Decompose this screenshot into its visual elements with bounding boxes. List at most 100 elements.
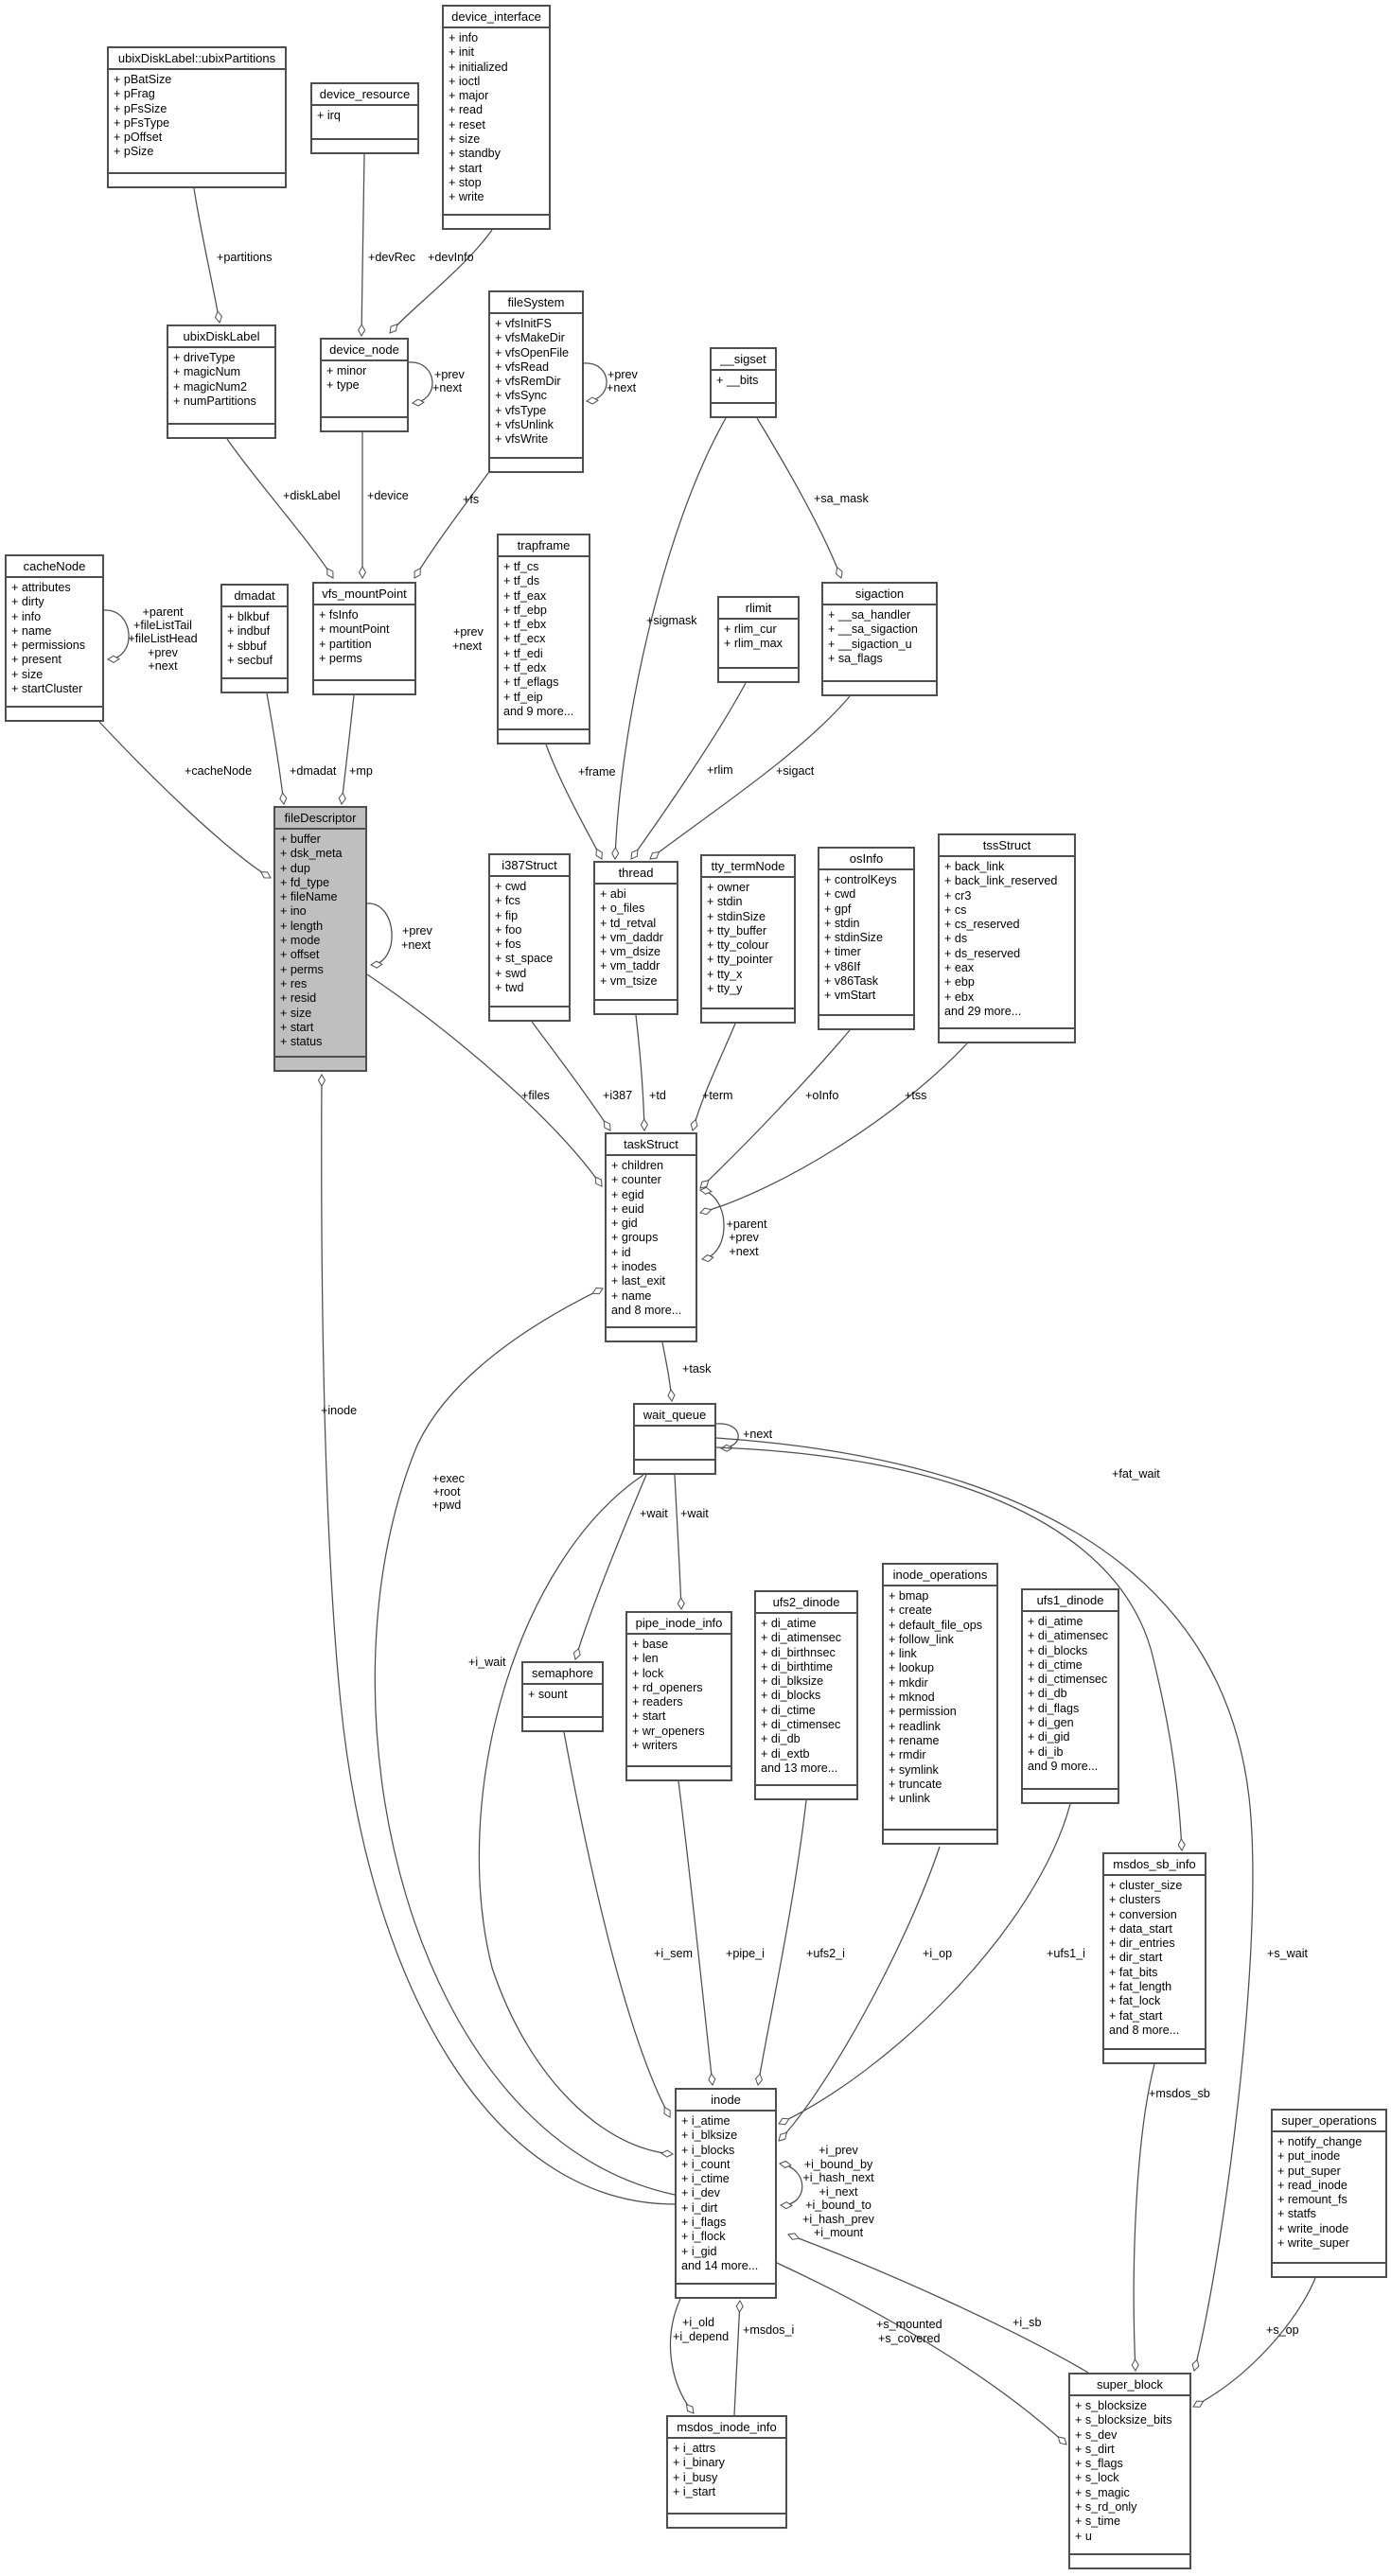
class-attribute: + ino bbox=[280, 904, 307, 919]
edge-label: +i_op bbox=[923, 1947, 953, 1960]
class-node-rlimit[interactable]: rlimit+ rlim_cur+ rlim_max bbox=[717, 596, 800, 683]
class-node-semaphore[interactable]: semaphore+ sount bbox=[521, 1661, 604, 1732]
class-attribute: + pOffset bbox=[114, 131, 163, 145]
class-attribute: + vfsSync bbox=[495, 389, 547, 403]
class-title: device_node bbox=[322, 340, 407, 361]
class-node-ufs1_dinode[interactable]: ufs1_dinode+ di_atime+ di_atimensec+ di_… bbox=[1021, 1588, 1119, 1804]
class-node-pipe_inode_info[interactable]: pipe_inode_info+ base+ len+ lock+ rd_ope… bbox=[625, 1611, 732, 1781]
class-attribute: + i_flags bbox=[681, 2216, 727, 2230]
edge-label: +term bbox=[702, 1089, 733, 1102]
class-node-cacheNode[interactable]: cacheNode+ attributes+ dirty+ info+ name… bbox=[5, 554, 104, 722]
class-node-inode[interactable]: inode+ i_atime+ i_blksize+ i_blocks+ i_c… bbox=[675, 2088, 777, 2299]
class-attribute: + tty_pointer bbox=[707, 953, 773, 967]
class-node-tty_termNode[interactable]: tty_termNode+ owner+ stdin+ stdinSize+ t… bbox=[700, 854, 796, 1024]
class-attribute: + tf_eax bbox=[503, 588, 547, 603]
edge-label: +prev bbox=[607, 368, 638, 381]
class-attribute: + size bbox=[449, 132, 481, 147]
class-node-msdos_inode_info[interactable]: msdos_inode_info+ i_attrs+ i_binary+ i_b… bbox=[666, 2415, 787, 2529]
class-attribute: + info bbox=[11, 609, 42, 623]
edge-label: +frame bbox=[578, 765, 616, 779]
class-attribute: + rename bbox=[889, 1733, 940, 1747]
relation-edge bbox=[699, 1043, 968, 1216]
class-node-trapframe[interactable]: trapframe+ tf_cs+ tf_ds+ tf_eax+ tf_ebp+… bbox=[497, 534, 590, 745]
class-methods-section-empty bbox=[1104, 2050, 1205, 2062]
class-attribute: + o_files bbox=[600, 902, 645, 916]
class-attribute: + fileName bbox=[280, 890, 338, 904]
class-node-thread[interactable]: thread+ abi+ o_files+ td_retval+ vm_dadd… bbox=[593, 861, 678, 1015]
edge-label: +next bbox=[148, 659, 178, 673]
relation-edge bbox=[778, 1846, 941, 2142]
class-title: inode_operations bbox=[884, 1565, 996, 1586]
class-node-osInfo[interactable]: osInfo+ controlKeys+ cwd+ gpf+ stdin+ st… bbox=[818, 847, 915, 1030]
class-node-vfs_mountPoint[interactable]: vfs_mountPoint+ fsInfo+ mountPoint+ part… bbox=[312, 582, 416, 695]
class-attribute: + di_ctime bbox=[761, 1703, 816, 1717]
relation-edge bbox=[317, 1074, 676, 2205]
class-title: inode bbox=[677, 2090, 775, 2112]
class-node-tssStruct[interactable]: tssStruct+ back_link+ back_link_reserved… bbox=[938, 833, 1076, 1043]
class-node-device_node[interactable]: device_node+ minor+ type bbox=[320, 338, 409, 432]
class-node-msdos_sb_info[interactable]: msdos_sb_info+ cluster_size+ clusters+ c… bbox=[1102, 1852, 1206, 2064]
class-attribute: + s_dev bbox=[1075, 2427, 1118, 2442]
class-attribute: + s_blocksize bbox=[1075, 2399, 1147, 2412]
class-attribute: + gid bbox=[611, 1217, 638, 1231]
class-attribute: + ds_reserved bbox=[944, 946, 1021, 960]
class-node-taskStruct[interactable]: taskStruct+ children+ counter+ egid+ eui… bbox=[605, 1132, 697, 1342]
class-node-super_block[interactable]: super_block+ s_blocksize+ s_blocksize_bi… bbox=[1068, 2373, 1191, 2569]
class-attribute: + s_blocksize_bits bbox=[1075, 2413, 1172, 2427]
edge-label: +rlim bbox=[707, 763, 733, 777]
class-node-i387Struct[interactable]: i387Struct+ cwd+ fcs+ fip+ foo+ fos+ st_… bbox=[488, 853, 571, 1022]
class-attributes-section: + __sa_handler+ __sa_sigaction+ __sigact… bbox=[823, 605, 936, 682]
class-attribute: + last_exit bbox=[611, 1274, 666, 1288]
class-attribute: + follow_link bbox=[889, 1632, 954, 1646]
class-attributes-section: + minor+ type bbox=[322, 361, 407, 418]
class-attribute: + di_db bbox=[1028, 1687, 1067, 1701]
class-methods-section-empty bbox=[823, 682, 936, 694]
class-attributes-more: and 14 more... bbox=[681, 2258, 759, 2272]
class-node-wait_queue[interactable]: wait_queue bbox=[633, 1403, 716, 1475]
class-attribute: + owner bbox=[707, 881, 750, 894]
edge-label: +task bbox=[682, 1362, 712, 1376]
class-node-inode_operations[interactable]: inode_operations+ bmap+ create+ default_… bbox=[882, 1563, 998, 1845]
class-attribute: + euid bbox=[611, 1201, 644, 1216]
class-node-super_operations[interactable]: super_operations+ notify_change+ put_ino… bbox=[1271, 2109, 1387, 2278]
class-attribute: + driveType bbox=[173, 351, 236, 364]
class-attributes-section: + attributes+ dirty+ info+ name+ permiss… bbox=[7, 578, 102, 708]
class-attribute: + cs_reserved bbox=[944, 918, 1020, 932]
edge-label: +i_sem bbox=[654, 1947, 693, 1960]
class-attribute: + tf_ebx bbox=[503, 618, 547, 632]
class-node-fileDescriptor[interactable]: fileDescriptor+ buffer+ dsk_meta+ dup+ f… bbox=[273, 806, 367, 1072]
class-node-dmadat[interactable]: dmadat+ blkbuf+ indbuf+ sbbuf+ secbuf bbox=[220, 584, 289, 693]
edge-label: +device bbox=[367, 489, 409, 502]
class-attribute: + size bbox=[280, 1006, 312, 1020]
edge-label: +devRec bbox=[368, 251, 416, 264]
class-attributes-section: + driveType+ magicNum+ magicNum2+ numPar… bbox=[168, 348, 274, 425]
class-attribute: + offset bbox=[280, 948, 320, 962]
class-methods-section-empty bbox=[7, 708, 102, 720]
class-node-__sigset[interactable]: __sigset+ __bits bbox=[710, 347, 777, 418]
class-attribute: + mknod bbox=[889, 1691, 935, 1705]
class-node-device_interface[interactable]: device_interface+ info+ init+ initialize… bbox=[442, 5, 551, 230]
class-node-ubixDiskLabel-ubixPartitions[interactable]: ubixDiskLabel::ubixPartitions+ pBatSize+… bbox=[107, 46, 287, 188]
class-attribute: + truncate bbox=[889, 1777, 942, 1791]
class-attribute: + tf_edi bbox=[503, 646, 543, 660]
class-attribute: + ioctl bbox=[449, 74, 481, 88]
class-node-device_resource[interactable]: device_resource+ irq bbox=[310, 82, 419, 154]
relation-edge bbox=[674, 1474, 685, 1610]
class-attribute: + s_dirt bbox=[1075, 2442, 1115, 2456]
class-node-ubixDiskLabel[interactable]: ubixDiskLabel+ driveType+ magicNum+ magi… bbox=[167, 324, 276, 439]
class-node-sigaction[interactable]: sigaction+ __sa_handler+ __sa_sigaction+… bbox=[821, 582, 938, 696]
edge-label: +i_mount bbox=[813, 2226, 864, 2239]
relation-edge bbox=[715, 1423, 739, 1452]
class-attribute: + i_flock bbox=[681, 2230, 726, 2244]
class-node-fileSystem[interactable]: fileSystem+ vfsInitFS+ vfsMakeDir+ vfsOp… bbox=[488, 290, 584, 473]
class-title: fileSystem bbox=[490, 292, 582, 314]
class-attribute: + abi bbox=[600, 887, 626, 901]
relation-edge bbox=[611, 417, 727, 860]
class-attribute: + ebp bbox=[944, 975, 975, 990]
edge-label: +next bbox=[607, 381, 637, 394]
class-attribute: + di_birthtime bbox=[761, 1659, 833, 1674]
class-node-ufs2_dinode[interactable]: ufs2_dinode+ di_atime+ di_atimensec+ di_… bbox=[754, 1590, 858, 1800]
class-methods-section-empty bbox=[312, 140, 417, 152]
edge-label: +next bbox=[401, 938, 431, 952]
class-attribute: + mkdir bbox=[889, 1675, 928, 1690]
